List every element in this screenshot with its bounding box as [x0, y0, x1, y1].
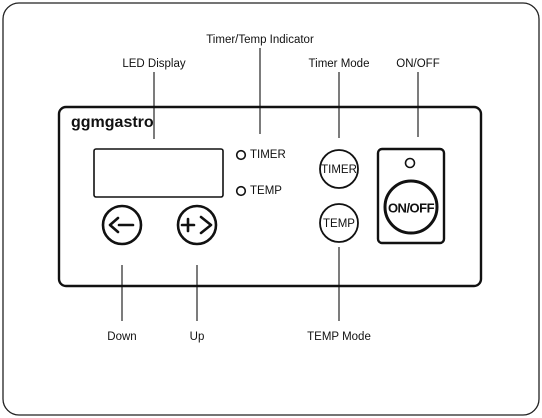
timer-temp-indicator-label: Timer/Temp Indicator — [206, 34, 314, 46]
led-display-label: LED Display — [122, 58, 186, 70]
timer-mode-label: Timer Mode — [308, 58, 370, 70]
brand-logo-text: ggmgastro — [71, 114, 154, 131]
down-button[interactable] — [101, 204, 143, 246]
arrow-right-icon — [199, 215, 213, 235]
callout-lines — [121, 48, 419, 321]
timer-indicator-label: TIMER — [250, 149, 286, 161]
arrow-left-icon — [108, 216, 120, 234]
temp-button-label[interactable]: TEMP — [323, 218, 355, 230]
up-label: Up — [189, 331, 205, 343]
led-display — [93, 148, 224, 198]
temp-mode-label: TEMP Mode — [307, 331, 371, 343]
on-off-button — [383, 179, 439, 235]
timer-button-label[interactable]: TIMER — [321, 164, 357, 176]
temp-indicator-led — [235, 185, 247, 197]
temp-indicator-label: TEMP — [250, 185, 282, 197]
timer-mode-button — [319, 149, 359, 189]
on-off-label: ON/OFF — [396, 58, 440, 70]
on-off-button-label[interactable]: ON/OFF — [387, 200, 435, 216]
down-label: Down — [107, 331, 137, 343]
temp-mode-button — [319, 203, 359, 243]
up-button[interactable] — [176, 204, 218, 246]
timer-indicator-led — [235, 149, 247, 161]
power-led — [404, 157, 416, 169]
